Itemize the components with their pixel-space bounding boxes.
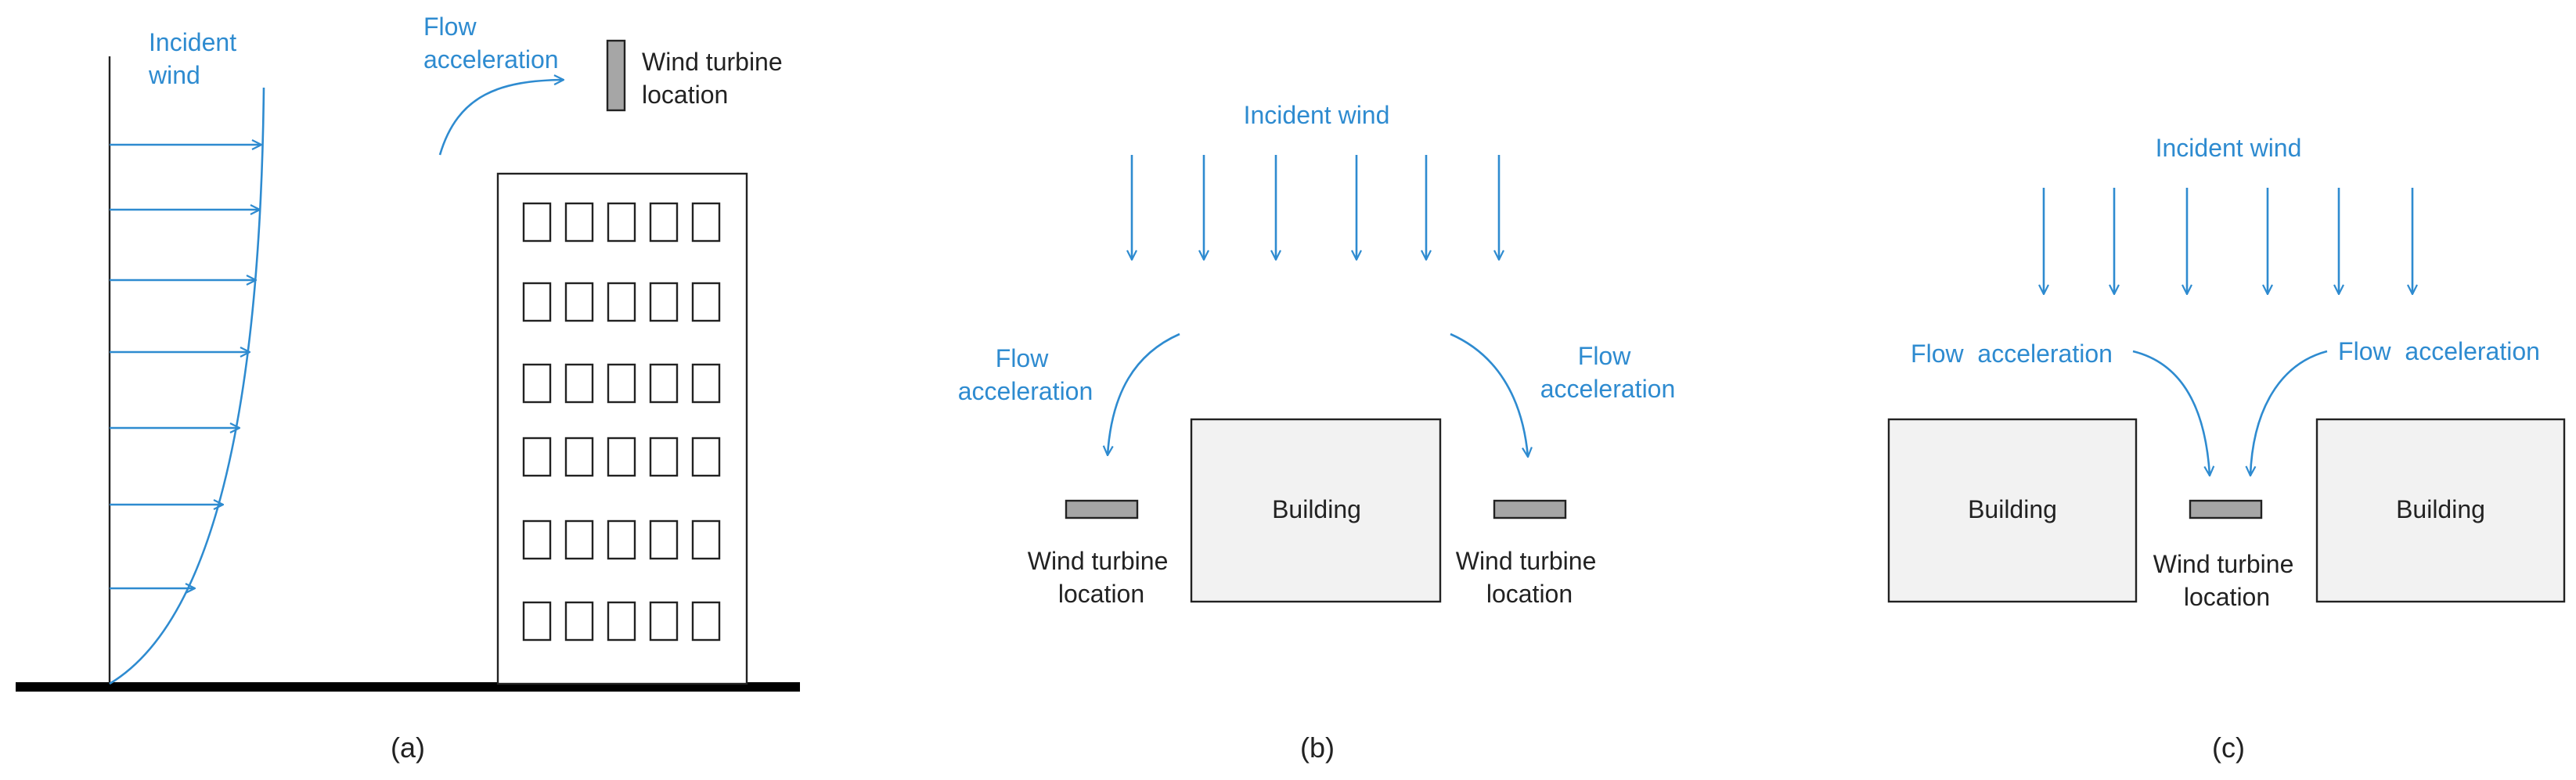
wind-turbine-label-c: Wind turbine location xyxy=(2153,550,2301,611)
building-window xyxy=(564,282,594,322)
building-window xyxy=(564,202,594,243)
caption-c: (c) xyxy=(2212,731,2245,764)
incident-wind-label-a: Incident wind xyxy=(148,28,243,89)
incident-wind-label-b: Incident wind xyxy=(1244,101,1390,129)
building-windows xyxy=(522,202,721,642)
incident-arrows-c xyxy=(2044,188,2412,294)
building-window xyxy=(522,363,552,404)
building-window xyxy=(691,363,721,404)
building-window xyxy=(522,519,552,560)
building-window xyxy=(522,437,552,477)
building-window xyxy=(564,601,594,642)
building-label-right-c: Building xyxy=(2396,495,2485,523)
building-window xyxy=(691,519,721,560)
building-window xyxy=(649,282,679,322)
building-window xyxy=(649,363,679,404)
wind-turbine-a xyxy=(606,39,626,112)
building-window xyxy=(564,363,594,404)
building-window xyxy=(564,437,594,477)
building-left-c xyxy=(1887,418,2138,603)
building-window xyxy=(649,202,679,243)
building-window xyxy=(607,363,636,404)
building-window xyxy=(607,519,636,560)
wind-turbine-label-a: Wind turbine location xyxy=(642,48,790,109)
flow-acceleration-label-left-b: Flow acceleration xyxy=(958,344,1093,405)
building-tall xyxy=(496,172,748,685)
building-window xyxy=(691,601,721,642)
roof-flow-arrow xyxy=(438,80,564,156)
flow-arrow-left-c xyxy=(2132,350,2210,476)
wind-profile-curve xyxy=(109,87,265,685)
building-window xyxy=(522,282,552,322)
building-window xyxy=(607,202,636,243)
wind-turbine-left-b xyxy=(1065,499,1139,519)
building-right-c xyxy=(2315,418,2566,603)
panel-a: Incident wind Flow acceleration Wind tur… xyxy=(16,13,800,764)
flow-acceleration-label-right-b: Flow acceleration xyxy=(1540,342,1676,403)
building-window xyxy=(649,519,679,560)
building-window xyxy=(649,437,679,477)
building-window xyxy=(522,601,552,642)
incident-arrows-b xyxy=(1132,155,1499,260)
building-window xyxy=(607,601,636,642)
building-label-b: Building xyxy=(1272,495,1361,523)
caption-b: (b) xyxy=(1300,731,1335,764)
wind-turbine-label-left-b: Wind turbine location xyxy=(1028,547,1176,608)
building-b xyxy=(1190,418,1442,603)
building-window xyxy=(649,601,679,642)
wind-turbine-c xyxy=(2189,499,2263,519)
building-window xyxy=(691,202,721,243)
flow-arrow-left-b xyxy=(1108,332,1180,455)
flow-arrow-right-c xyxy=(2250,350,2328,476)
building-window xyxy=(607,437,636,477)
flow-acceleration-label-a: Flow acceleration xyxy=(423,13,559,74)
flow-acceleration-label-left-c: Flow acceleration xyxy=(1911,340,2113,368)
building-window xyxy=(564,519,594,560)
building-label-left-c: Building xyxy=(1968,495,2057,523)
building-window xyxy=(522,202,552,243)
panel-b: Incident wind Flow acceleration Flow acc… xyxy=(958,101,1676,764)
profile-arrows xyxy=(110,145,261,588)
building-window xyxy=(691,437,721,477)
panel-c: Incident wind Flow acceleration Flow acc… xyxy=(1887,134,2566,764)
wind-turbine-label-right-b: Wind turbine location xyxy=(1456,547,1604,608)
caption-a: (a) xyxy=(391,731,425,764)
incident-wind-label-c: Incident wind xyxy=(2156,134,2302,162)
wind-turbine-right-b xyxy=(1493,499,1567,519)
flow-acceleration-label-right-c: Flow acceleration xyxy=(2338,337,2540,365)
building-window xyxy=(607,282,636,322)
building-window xyxy=(691,282,721,322)
flow-arrow-right-b xyxy=(1450,332,1528,457)
